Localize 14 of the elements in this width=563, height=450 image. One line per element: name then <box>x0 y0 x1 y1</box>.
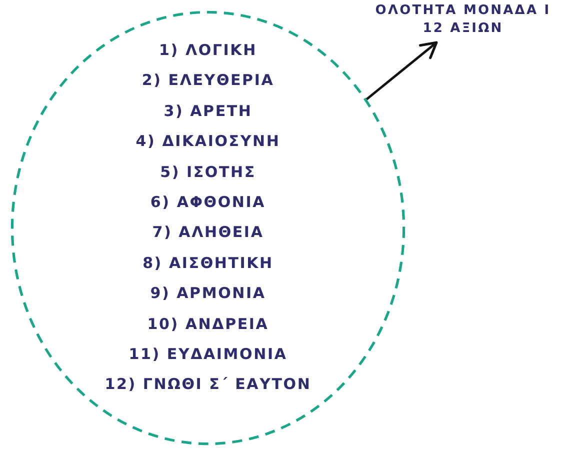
list-item: 12) ΓΝΩΘΙ Σ΄ ΕΑΥΤΟΝ <box>104 374 312 395</box>
list-item: 8) ΑΙΣΘΗΤΙΚΗ <box>142 252 274 274</box>
list-item: 6) ΑΦΘΟΝΙΑ <box>150 192 266 212</box>
heading-text: ΟΛΟΤΗΤΑ ΜΟΝΑΔΑ Ι 12 ΑΞΙΩΝ <box>366 2 560 38</box>
list-item: 7) ΑΛΗΘΕΙΑ <box>152 222 264 243</box>
arrow <box>366 41 438 100</box>
list-item: 10) ΑΝΔΡΕΙΑ <box>147 314 269 334</box>
list-item: 1) ΛΟΓΙΚΗ <box>159 40 257 60</box>
list-item: 5) ΙΣΟΤΗΣ <box>160 162 256 182</box>
list-item: 3) ΑΡΕΤΗ <box>164 100 252 122</box>
list-item: 4) ΔΙΚΑΙΟΣΥΝΗ <box>136 131 280 152</box>
list-item: 9) ΑΡΜΟΝΙΑ <box>150 283 266 304</box>
list-item: 2) ΕΛΕΥΘΕΡΙΑ <box>142 70 274 91</box>
list-item: 11) ΕΥΔΑΙΜΟΝΙΑ <box>128 344 288 364</box>
